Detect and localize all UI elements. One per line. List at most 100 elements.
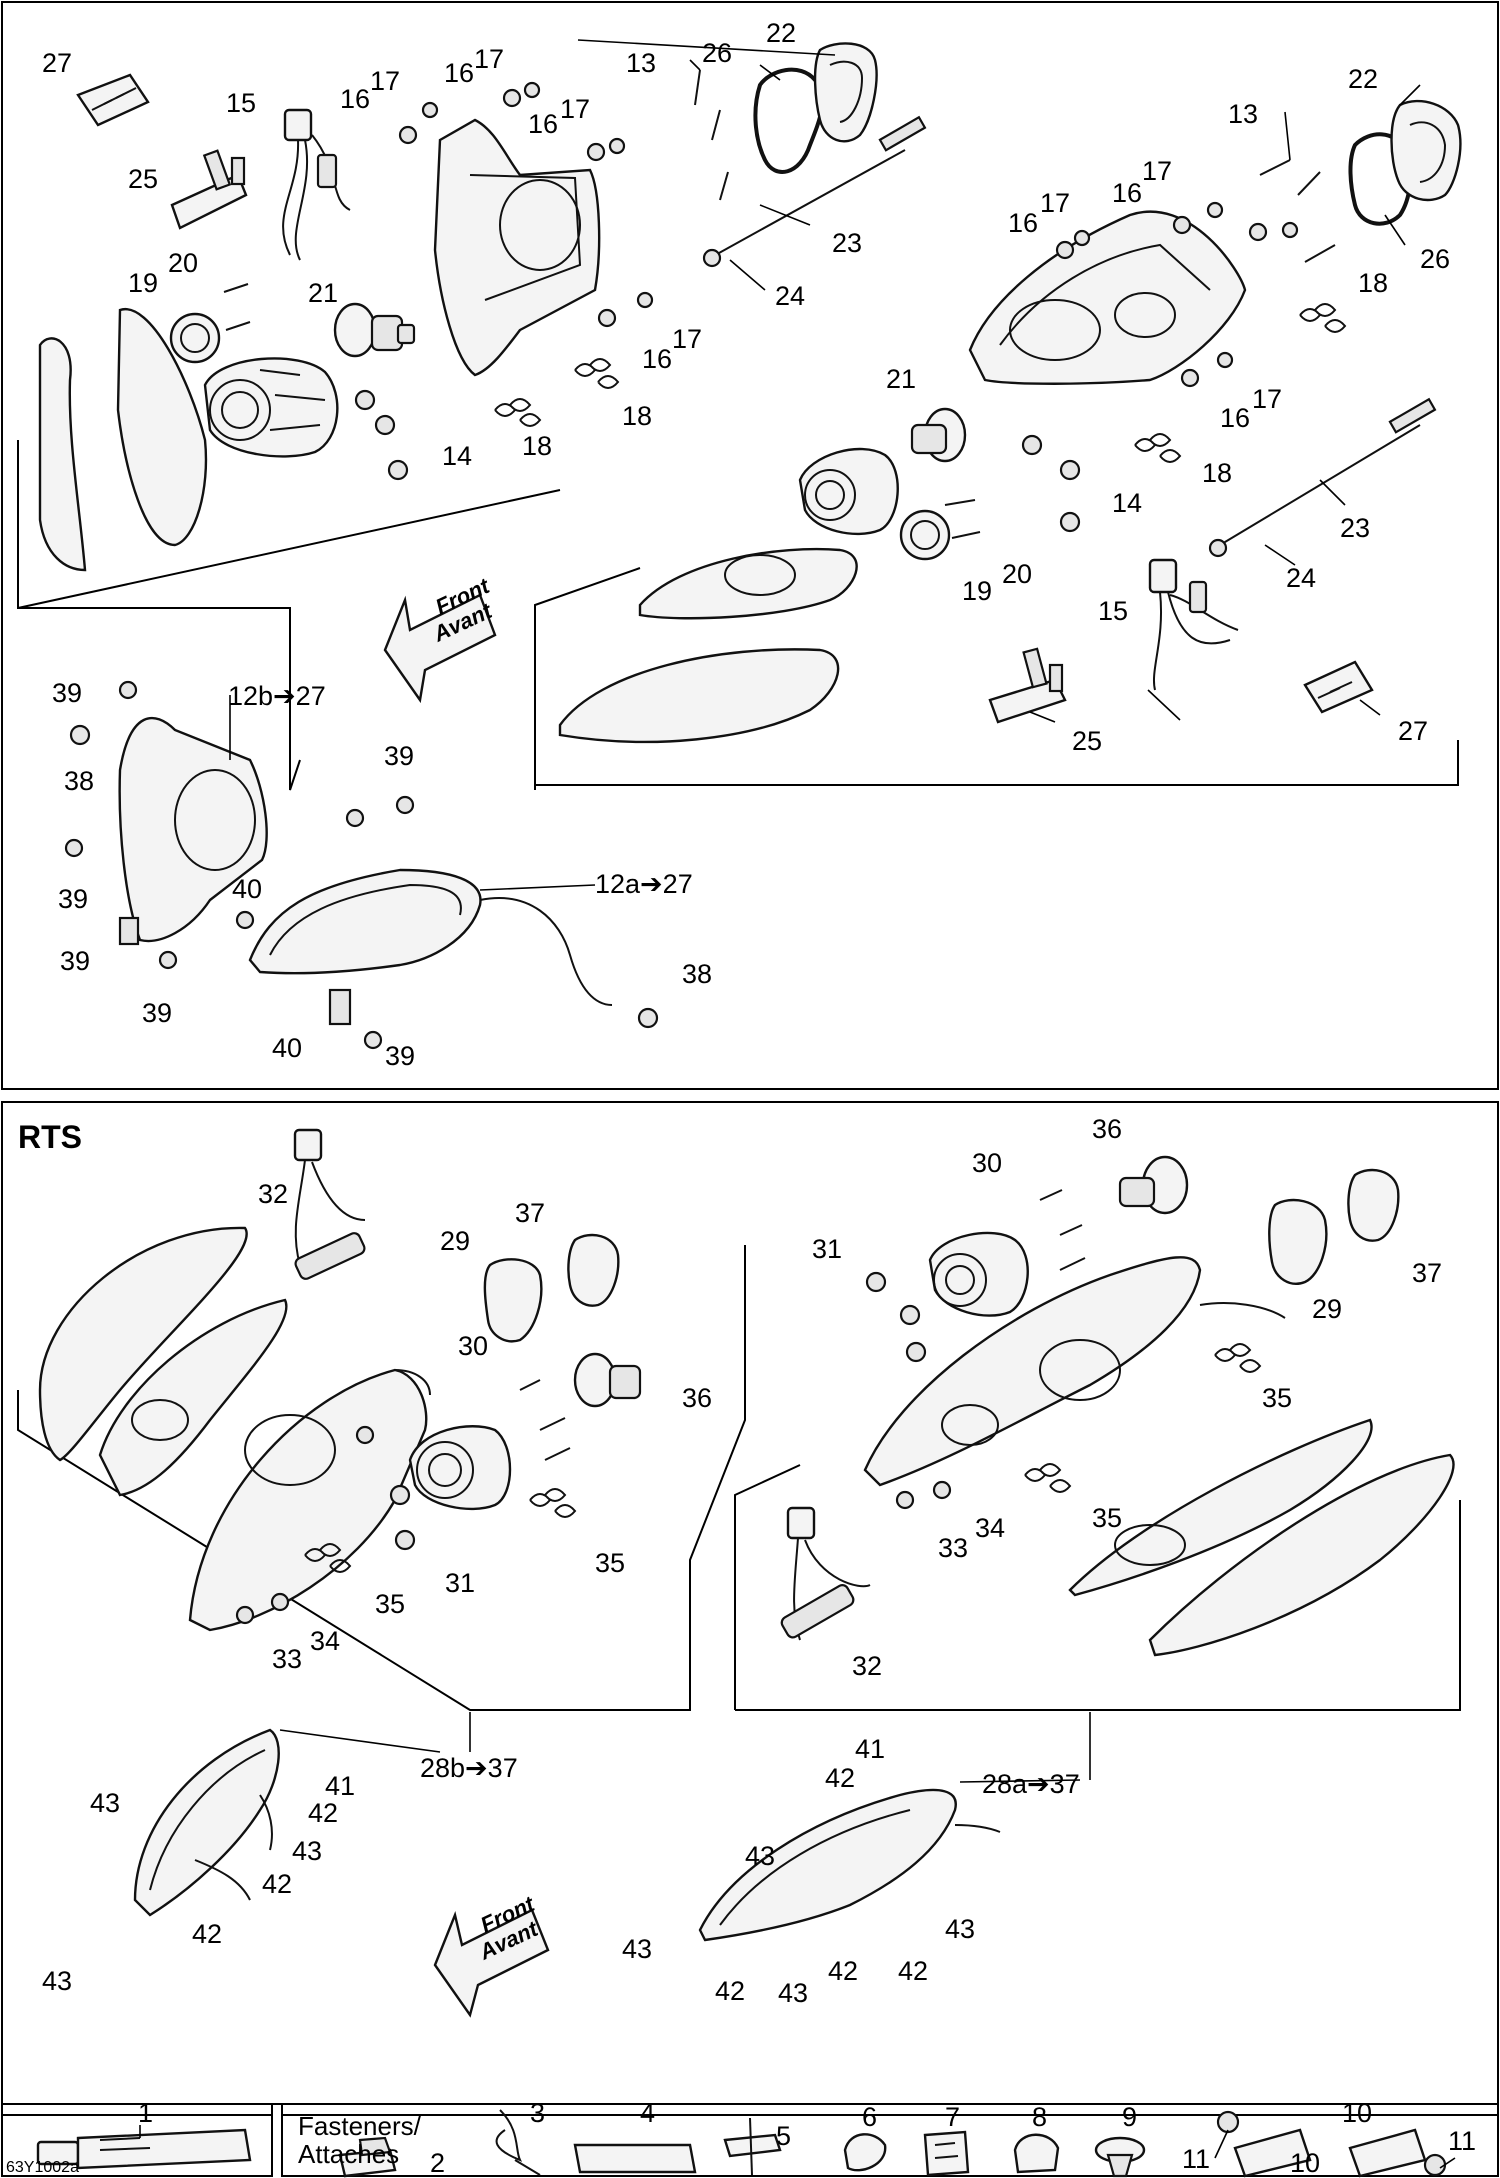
callout: 14 xyxy=(442,441,472,471)
seal-37-rts-right xyxy=(1347,1168,1400,1242)
fastener-7-clip xyxy=(923,2130,970,2177)
bolts-39-group xyxy=(64,680,659,1050)
fasteners-title-fr: Attaches xyxy=(298,2139,399,2169)
seal-22-top-center xyxy=(813,42,878,143)
callout: 35 xyxy=(375,1589,405,1619)
harness-15-top-right xyxy=(1148,558,1239,691)
fastener-9-push-pin xyxy=(1094,2136,1146,2178)
callout: 15 xyxy=(226,88,256,118)
lens-rts-right xyxy=(1148,1453,1455,1657)
callout: 42 xyxy=(308,1798,338,1828)
left-group-border xyxy=(17,440,301,791)
left-group-diagonal xyxy=(17,489,561,609)
callout: 16 xyxy=(642,344,672,374)
callout: 43 xyxy=(745,1841,775,1871)
callout: 3 xyxy=(530,2098,545,2128)
projector-module-top-right xyxy=(798,447,899,536)
connector-27-top xyxy=(76,73,150,127)
callout: 39 xyxy=(58,884,88,914)
callout: 26 xyxy=(702,38,732,68)
fastener-3-tie xyxy=(495,2109,541,2176)
callout: 23 xyxy=(1340,513,1370,543)
callout: 8 xyxy=(1032,2102,1047,2132)
connector-27-top-right xyxy=(1303,660,1374,714)
callout: 41 xyxy=(855,1734,885,1764)
callout: 39 xyxy=(60,946,90,976)
callout: 17 xyxy=(560,94,590,124)
callout: 38 xyxy=(682,959,712,989)
fasteners-box xyxy=(281,2103,1499,2177)
callouts-bottom: 32 29 37 30 36 31 35 35 34 33 36 30 31 2… xyxy=(42,1114,1442,2008)
callout: 10 xyxy=(1342,2098,1372,2128)
diagram-code: 63Y1002a xyxy=(6,2159,79,2176)
callout: 11 xyxy=(1182,2144,1210,2174)
fasteners-title-en: Fasteners/ xyxy=(298,2111,422,2141)
screws-13-top-center xyxy=(694,69,729,201)
bracket-25-top-right xyxy=(988,647,1067,724)
rts-title: RTS xyxy=(18,1119,82,1155)
callout: 10 xyxy=(1290,2148,1320,2178)
nuts-group-top-right xyxy=(1021,201,1299,533)
callout: 37 xyxy=(1412,1258,1442,1288)
callout: 27 xyxy=(1398,716,1428,746)
assembled-headlight-28b xyxy=(133,1728,280,1917)
callout: 42 xyxy=(715,1976,745,2006)
callout: 17 xyxy=(1040,188,1070,218)
callout: 30 xyxy=(972,1148,1002,1178)
callout: 17 xyxy=(1252,384,1282,414)
callout: 18 xyxy=(1358,268,1388,298)
callout: 28b➔37 xyxy=(420,1753,518,1783)
callout: 36 xyxy=(1092,1114,1122,1144)
callout: 16 xyxy=(1008,208,1038,238)
seal-29-rts-left xyxy=(483,1258,543,1343)
callout: 43 xyxy=(945,1914,975,1944)
front-arrow-top: Front Avant xyxy=(383,572,497,704)
callout: 42 xyxy=(898,1956,928,1986)
callout: 16 xyxy=(1112,178,1142,208)
callout: 19 xyxy=(128,268,158,298)
assembled-headlight-28a xyxy=(698,1788,957,1942)
fastener-10-bracket xyxy=(1216,2110,1312,2178)
rts-right-group-left xyxy=(734,1464,801,1710)
harness-15-top xyxy=(282,108,351,261)
cable-rts-right xyxy=(1199,1302,1286,1319)
callout: 35 xyxy=(1092,1503,1122,1533)
seal-37-rts-left xyxy=(567,1233,620,1307)
callout: 39 xyxy=(385,1041,415,1071)
callout: 17 xyxy=(370,66,400,96)
callout: 25 xyxy=(128,164,158,194)
callout: 15 xyxy=(1098,596,1128,626)
callout: 29 xyxy=(1312,1294,1342,1324)
callout: 5 xyxy=(776,2121,791,2151)
fastener-5-tie-mount xyxy=(723,2117,782,2176)
callout: 23 xyxy=(832,228,862,258)
clips-18-top-right xyxy=(1134,303,1347,463)
projector-module-top-left xyxy=(203,357,339,458)
callout: 31 xyxy=(445,1568,475,1598)
callout: 13 xyxy=(1228,99,1258,129)
cable-23-top-center xyxy=(702,115,927,268)
callout: 32 xyxy=(852,1651,882,1681)
bulb-21-top-left xyxy=(333,302,416,358)
callout: 18 xyxy=(622,401,652,431)
outer-lens-top-left xyxy=(38,308,208,572)
assembled-headlight-12b xyxy=(118,716,268,946)
callout: 41 xyxy=(325,1771,355,1801)
callout: 37 xyxy=(515,1198,545,1228)
callout: 16 xyxy=(444,58,474,88)
right-group-bottom-border xyxy=(535,740,1459,786)
clips-35-rts-left xyxy=(304,1488,577,1573)
fastener-2-clip xyxy=(338,2136,397,2178)
callout: 25 xyxy=(1072,726,1102,756)
lubricant-tube-1 xyxy=(36,2128,252,2170)
callout: 4 xyxy=(640,2098,655,2128)
nuts-group-top-left xyxy=(354,81,654,481)
callout: 36 xyxy=(682,1383,712,1413)
callout: 24 xyxy=(1286,563,1316,593)
callout: 21 xyxy=(308,278,338,308)
callout: 34 xyxy=(310,1626,340,1656)
front-arrow-bottom: Front Avant xyxy=(433,1890,550,2018)
fastener-6-clamp xyxy=(843,2133,887,2172)
cable-28a xyxy=(954,1824,1001,1833)
bulb-21-top-right xyxy=(910,407,967,463)
